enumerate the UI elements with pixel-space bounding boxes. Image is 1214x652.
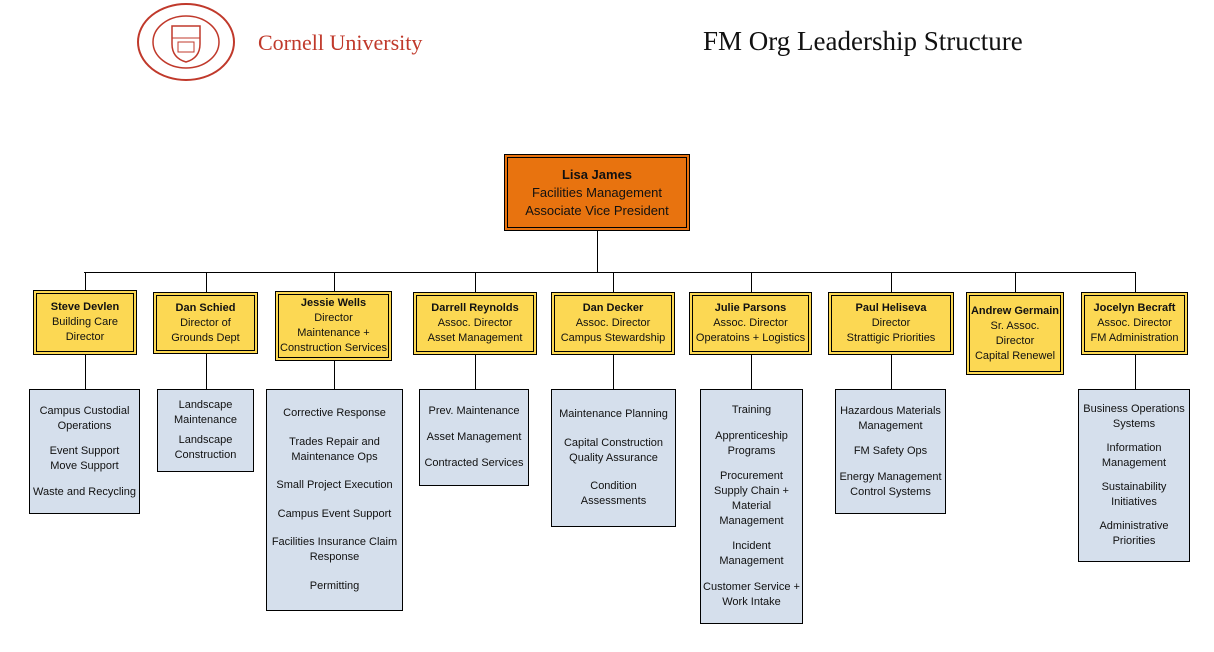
function-item: Hazardous Materials Management [840, 404, 941, 432]
function-item: Condition Assessments [580, 480, 647, 508]
director-name: Dan Schied [175, 301, 236, 314]
function-item: Administrative Priorities [1099, 520, 1169, 547]
leader-title-line: Associate Vice President [525, 202, 669, 218]
function-item: FM Safety Ops [853, 445, 928, 457]
function-item: Corrective Response [283, 407, 386, 420]
function-item: Contracted Services [424, 457, 524, 469]
connector-line [1135, 355, 1136, 389]
cornell-seal-logo [137, 3, 235, 81]
function-item: Apprenticeship Programs [715, 429, 788, 457]
connector-line [206, 354, 207, 389]
leader-title-line: Facilities Management [531, 184, 663, 200]
function-item: Small Project Execution [276, 479, 393, 492]
director-name: Darrell Reynolds [431, 302, 519, 314]
director-title: Assoc. Director Operatoins + Logistics [695, 317, 806, 344]
function-item: Customer Service + Work Intake [703, 580, 800, 608]
function-item: Event Support Move Support [49, 445, 120, 472]
page-title: FM Org Leadership Structure [703, 26, 1023, 56]
function-item: Training [731, 404, 772, 417]
connector-line [751, 272, 752, 292]
director-title: Assoc. Director Asset Management [427, 317, 523, 344]
leader-name: Lisa James [561, 166, 633, 182]
connector-line [84, 272, 1135, 273]
director-name: Jessie Wells [300, 297, 367, 309]
director-title: Director Maintenance + Construction Serv… [280, 312, 387, 354]
connector-line [475, 355, 476, 389]
function-item: Capital Construction Quality Assurance [563, 436, 664, 464]
function-item: Maintenance Planning [559, 407, 668, 420]
connector-line [85, 355, 86, 389]
connector-line [1015, 272, 1016, 292]
director-name: Andrew Germain [970, 304, 1060, 317]
director-name: Paul Heliseva [855, 302, 927, 314]
connector-line [613, 272, 614, 292]
function-item: Incident Management [719, 540, 784, 568]
connector-line [597, 231, 598, 272]
connector-line [334, 361, 335, 389]
function-item: Energy Management Control Systems [839, 470, 942, 498]
function-item: Permitting [309, 579, 360, 592]
connector-line [1135, 272, 1136, 292]
function-item: Information Management [1101, 442, 1167, 469]
director-title: Director Strattigic Priorities [846, 317, 936, 344]
function-item: Campus Event Support [277, 507, 392, 520]
connector-line [613, 355, 614, 389]
function-item: Prev. Maintenance [428, 405, 520, 417]
function-item: Waste and Recycling [33, 485, 136, 498]
director-title: Sr. Assoc. Director Capital Renewel [974, 319, 1056, 362]
university-name: Cornell University [258, 30, 423, 55]
director-name: Julie Parsons [714, 302, 787, 314]
top-leader-box: Lisa James Facilities Management Associa… [504, 154, 690, 231]
function-item: Facilities Insurance Claim Response [271, 536, 398, 564]
director-title: Building Care Director [51, 316, 119, 343]
director-name: Dan Decker [582, 302, 644, 314]
connector-line [891, 355, 892, 389]
connector-line [334, 272, 335, 291]
director-title: Assoc. Director Campus Stewardship [560, 317, 666, 344]
connector-line [475, 272, 476, 292]
functions-box: Hazardous Materials Management FM Safety … [835, 389, 946, 514]
function-item: Procurement Supply Chain + Material Mana… [714, 469, 789, 527]
function-item: Business Operations Systems [1083, 403, 1185, 430]
director-title: Assoc. Director FM Administration [1090, 317, 1179, 344]
function-item: Landscape Maintenance [174, 399, 237, 426]
director-name: Jocelyn Becraft [1093, 302, 1176, 314]
connector-line [751, 355, 752, 389]
connector-line [891, 272, 892, 292]
function-item: Asset Management [426, 431, 522, 443]
director-title: Director of Grounds Dept [171, 316, 240, 344]
function-item: Landscape Construction [174, 434, 237, 461]
function-item: Campus Custodial Operations [39, 404, 130, 432]
function-item: Sustainability Initiatives [1101, 481, 1167, 508]
connector-line [85, 272, 86, 290]
director-name: Steve Devlen [50, 301, 120, 313]
connector-line [206, 272, 207, 292]
function-item: Trades Repair and Maintenance Ops [289, 435, 380, 463]
